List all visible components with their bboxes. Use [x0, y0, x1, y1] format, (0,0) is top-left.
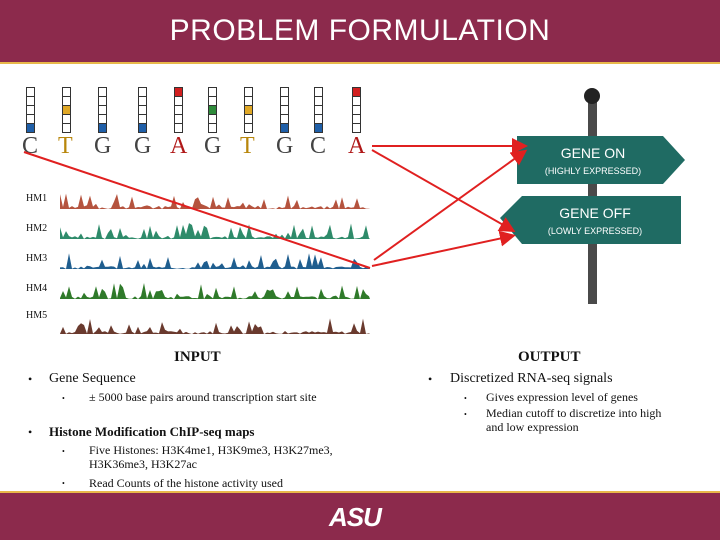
base-encoding-column: [174, 87, 183, 133]
base-encoding-column: [352, 87, 361, 133]
output-subbullet: •: [464, 394, 467, 403]
histone-signal-track: [60, 283, 370, 299]
output-subitem-cutoff: Median cutoff to discretize into high an…: [486, 406, 662, 434]
output-item-rnaseq: Discretized RNA-seq signals: [450, 371, 613, 386]
header-bar: PROBLEM FORMULATION: [0, 0, 720, 62]
output-subitem-expression: Gives expression level of genes: [486, 390, 638, 404]
asu-logo: ASU: [329, 502, 382, 532]
base-encoding-column: [98, 87, 107, 133]
base-encoding-column: [244, 87, 253, 133]
histone-signal-track: [60, 223, 370, 239]
base-encoding-column: [208, 87, 217, 133]
base-encoding-column: [314, 87, 323, 133]
input-bullet-2: •: [28, 425, 33, 439]
gene-on-label: GENE ON: [561, 145, 626, 161]
footer-divider: [0, 491, 720, 493]
gene-on-sign: [517, 136, 685, 184]
input-item-histone-maps: Histone Modification ChIP-seq maps: [49, 424, 255, 439]
footer-bar: ASU: [0, 493, 720, 540]
base-encoding-column: [62, 87, 71, 133]
input-item-gene-sequence: Gene Sequence: [49, 371, 136, 386]
gene-on-sublabel: (HIGHLY EXPRESSED): [545, 166, 641, 176]
base-encoding-column: [26, 87, 35, 133]
output-heading: OUTPUT: [518, 349, 581, 365]
page-title: PROBLEM FORMULATION: [169, 14, 551, 47]
input-bullet-1: •: [28, 372, 33, 386]
input-subbullet: •: [62, 447, 65, 456]
histone-signal-track: [60, 193, 370, 209]
header-divider: [0, 62, 720, 64]
histone-track-label: HM5: [26, 310, 48, 321]
gene-off-label: GENE OFF: [559, 205, 631, 221]
histone-signal-track: [60, 253, 370, 269]
gene-off-sign: [500, 196, 681, 244]
gene-off-sublabel: (LOWLY EXPRESSED): [548, 226, 642, 236]
histone-signal-track: [60, 318, 370, 334]
base-encoding-column: [138, 87, 147, 133]
histone-track-label: HM4: [26, 283, 48, 294]
output-bullet-1: •: [428, 372, 433, 386]
base-encoding-column: [280, 87, 289, 133]
gene-signpost: GENE ON (HIGHLY EXPRESSED) GENE OFF (LOW…: [500, 88, 685, 304]
input-subbullet: •: [62, 394, 65, 403]
input-subitem-readcounts: Read Counts of the histone activity used: [89, 476, 283, 490]
input-subitem-range: ± 5000 base pairs around transcription s…: [89, 390, 317, 404]
output-subbullet: •: [464, 410, 467, 419]
signpost-cap: [584, 88, 600, 104]
input-heading: INPUT: [174, 349, 221, 365]
input-subbullet: •: [62, 479, 65, 488]
input-subitem-histones: Five Histones: H3K4me1, H3K9me3, H3K27me…: [89, 443, 333, 471]
